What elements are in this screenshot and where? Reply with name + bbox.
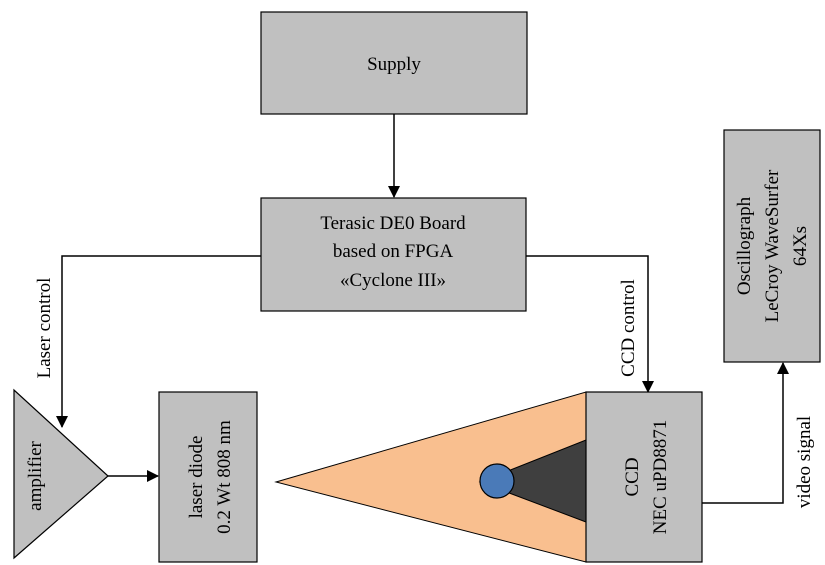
supply-label: Supply	[367, 54, 421, 75]
oscillograph-label-line-2: LeCroy WaveSurfer	[762, 169, 783, 322]
amplifier-label: amplifier	[25, 441, 46, 511]
amplifier-block: amplifier	[13, 388, 109, 560]
oscillograph-label-line-1: Oscillograph	[734, 196, 755, 295]
fpga-board-block: Terasic DE0 Board based on FPGA «Cyclone…	[260, 197, 527, 312]
ccd-control-label: CCD control	[618, 279, 639, 377]
ccd-control-arrow	[526, 255, 654, 393]
board-label-line-1: Terasic DE0 Board	[320, 213, 466, 234]
video-signal-arrow	[702, 362, 789, 504]
supply-block: Supply	[260, 11, 528, 115]
measured-object	[479, 463, 515, 499]
ccd-label-line-2: NEC uPD8871	[650, 420, 671, 535]
laser-label-line-1: laser diode	[186, 436, 207, 519]
laser-label-line-2: 0.2 Wt 808 nm	[214, 420, 235, 534]
board-label-line-2: based on FPGA	[333, 241, 454, 262]
oscillograph-block: Oscillograph LeCroy WaveSurfer 64Xs	[723, 129, 821, 363]
laser-diode-block: laser diode 0.2 Wt 808 nm	[158, 391, 258, 563]
board-label-line-3: «Cyclone III»	[340, 270, 446, 291]
laser-control-arrow	[56, 255, 261, 428]
ccd-block: CCD NEC uPD8871	[585, 391, 703, 563]
oscillograph-label-line-3: 64Xs	[790, 226, 811, 266]
laser-control-label: Laser control	[34, 278, 55, 379]
ccd-label-line-1: CCD	[622, 457, 643, 496]
video-signal-label: video signal	[794, 416, 815, 508]
